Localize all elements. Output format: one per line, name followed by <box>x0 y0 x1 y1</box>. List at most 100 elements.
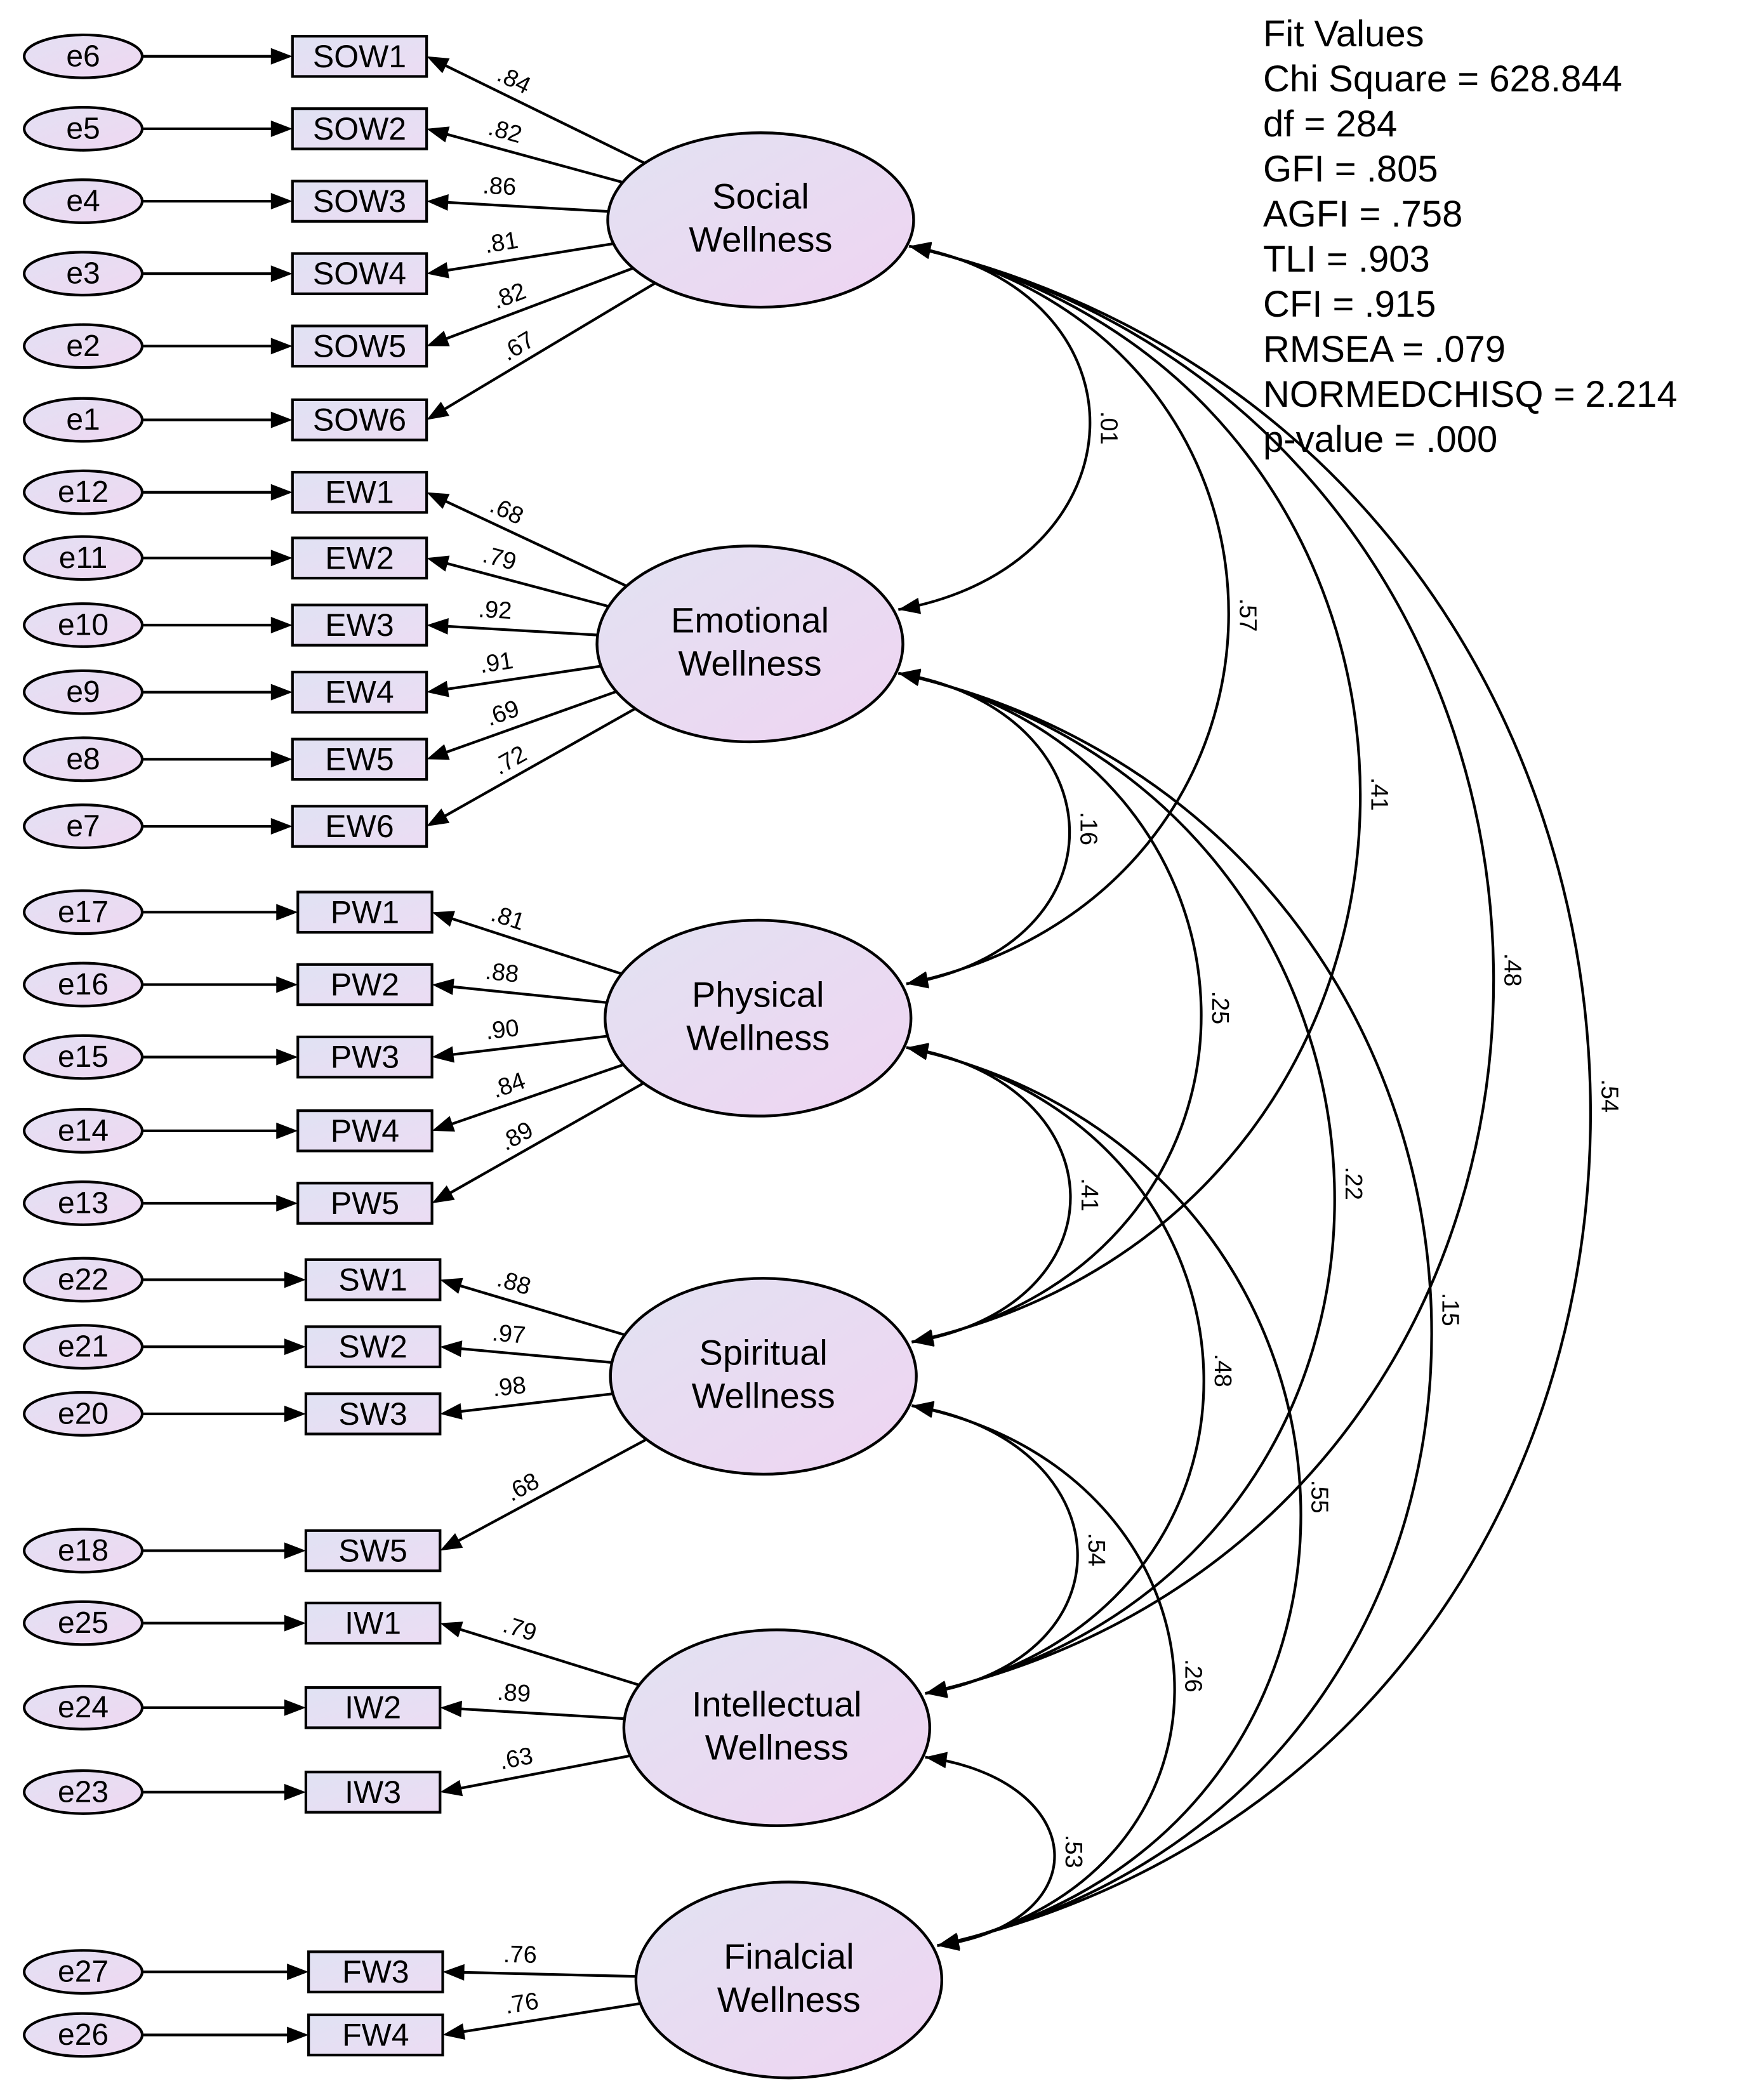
loading-path <box>458 1347 613 1364</box>
indicator-label: PW5 <box>331 1185 399 1221</box>
fit-rmsea: RMSEA = .079 <box>1263 329 1506 370</box>
loading-arrowhead <box>440 1621 463 1638</box>
covariance-arc-sw-iw <box>911 1404 1079 1695</box>
indicator-box <box>304 1771 442 1814</box>
covariance-value: .41 <box>1076 1178 1103 1212</box>
loading-value: .88 <box>494 1265 534 1300</box>
covariance-value: .22 <box>1340 1166 1367 1200</box>
covariance-arrowhead <box>906 1043 929 1060</box>
indicator-box <box>296 963 434 1007</box>
loading-path <box>461 2002 641 2033</box>
indicator-label: PW1 <box>331 894 399 930</box>
loading-value: .90 <box>484 1015 520 1045</box>
covariance-value: .55 <box>1306 1480 1333 1514</box>
error-ellipse <box>22 105 144 152</box>
covariance-arc-sow-fw <box>908 244 1593 1947</box>
covariance-arrowhead <box>898 670 922 686</box>
covariance-arc-sow-pw <box>906 244 1230 986</box>
indicator-box <box>304 1529 442 1573</box>
error-label: e24 <box>58 1691 109 1724</box>
loading-value: .97 <box>491 1319 526 1349</box>
indicator-box <box>296 890 434 934</box>
covariance-arc-sow-sw <box>908 244 1362 1344</box>
error-label: e10 <box>58 608 109 642</box>
error-label: e11 <box>59 541 108 575</box>
fit-chi-square: Chi Square = 628.844 <box>1263 58 1622 100</box>
indicator-label: SW3 <box>338 1396 407 1432</box>
loading-path <box>445 201 609 213</box>
covariance-value: .48 <box>1499 953 1526 987</box>
indicator-label: SOW4 <box>313 256 406 291</box>
fit-cfi: CFI = .915 <box>1263 284 1436 325</box>
fit-p-value: p-value = .000 <box>1263 419 1498 460</box>
error-label: e15 <box>58 1040 109 1074</box>
latent-ellipse-sw <box>609 1277 918 1476</box>
loading-arrowhead <box>440 1340 463 1357</box>
latent-ellipse-iw <box>622 1628 931 1827</box>
loading-value: .91 <box>478 647 515 678</box>
loading-value: .92 <box>477 596 512 624</box>
loading-path <box>444 690 617 755</box>
error-arrowhead <box>270 120 293 137</box>
error-ellipse <box>22 1769 144 1815</box>
covariance-arrowhead <box>909 242 932 260</box>
loading-value: .86 <box>482 172 517 201</box>
error-ellipse <box>22 1684 144 1731</box>
error-ellipse <box>22 961 144 1008</box>
indicator-box <box>291 737 428 781</box>
latent-ellipse-ew <box>595 545 904 744</box>
error-ellipse <box>22 178 144 224</box>
error-ellipse <box>22 669 144 715</box>
error-label: e21 <box>58 1330 109 1364</box>
indicator-box <box>291 670 428 714</box>
covariance-value: .01 <box>1096 411 1122 445</box>
loading-path <box>449 1063 624 1126</box>
error-label: e7 <box>66 810 100 843</box>
loading-value: .81 <box>482 227 520 259</box>
error-arrowhead <box>270 484 293 501</box>
indicator-label: EW3 <box>325 607 394 643</box>
loading-path <box>450 985 607 1004</box>
error-arrowhead <box>284 1783 306 1800</box>
covariance-value: .16 <box>1075 812 1102 845</box>
covariance-arc-iw-fw <box>925 1755 1056 1947</box>
error-ellipse <box>22 736 144 783</box>
fit-tli: TLI = .903 <box>1263 239 1430 280</box>
error-label: e9 <box>66 675 100 709</box>
error-arrowhead <box>287 1964 309 1981</box>
indicator-box <box>304 1392 442 1436</box>
covariance-value: .48 <box>1209 1354 1236 1387</box>
indicator-label: SW1 <box>338 1262 407 1297</box>
covariance-arrowhead <box>937 1934 960 1951</box>
loading-path <box>450 1034 608 1057</box>
loading-path <box>445 664 602 691</box>
indicator-box <box>296 1182 434 1225</box>
indicator-label: SOW2 <box>313 111 406 147</box>
loading-path <box>458 1392 613 1413</box>
error-arrowhead <box>284 1338 306 1356</box>
loading-arrowhead <box>432 1185 455 1203</box>
indicator-box <box>291 180 428 223</box>
error-arrowhead <box>287 2026 309 2044</box>
error-arrowhead <box>270 550 293 567</box>
indicator-label: SOW3 <box>313 183 406 219</box>
loading-path <box>444 132 623 184</box>
error-arrowhead <box>270 751 293 768</box>
indicator-box <box>291 470 428 514</box>
error-label: e6 <box>66 39 100 73</box>
covariance-arc-pw-sw <box>906 1046 1072 1344</box>
loading-arrowhead <box>432 1046 454 1063</box>
error-ellipse <box>22 1324 144 1370</box>
error-arrowhead <box>270 818 293 835</box>
error-label: e20 <box>58 1397 109 1430</box>
latent-ellipse-sow <box>606 131 915 309</box>
indicator-box <box>291 252 428 296</box>
covariance-value: .54 <box>1083 1533 1109 1566</box>
loading-arrowhead <box>427 617 449 635</box>
error-ellipse <box>22 602 144 648</box>
error-arrowhead <box>276 904 298 921</box>
